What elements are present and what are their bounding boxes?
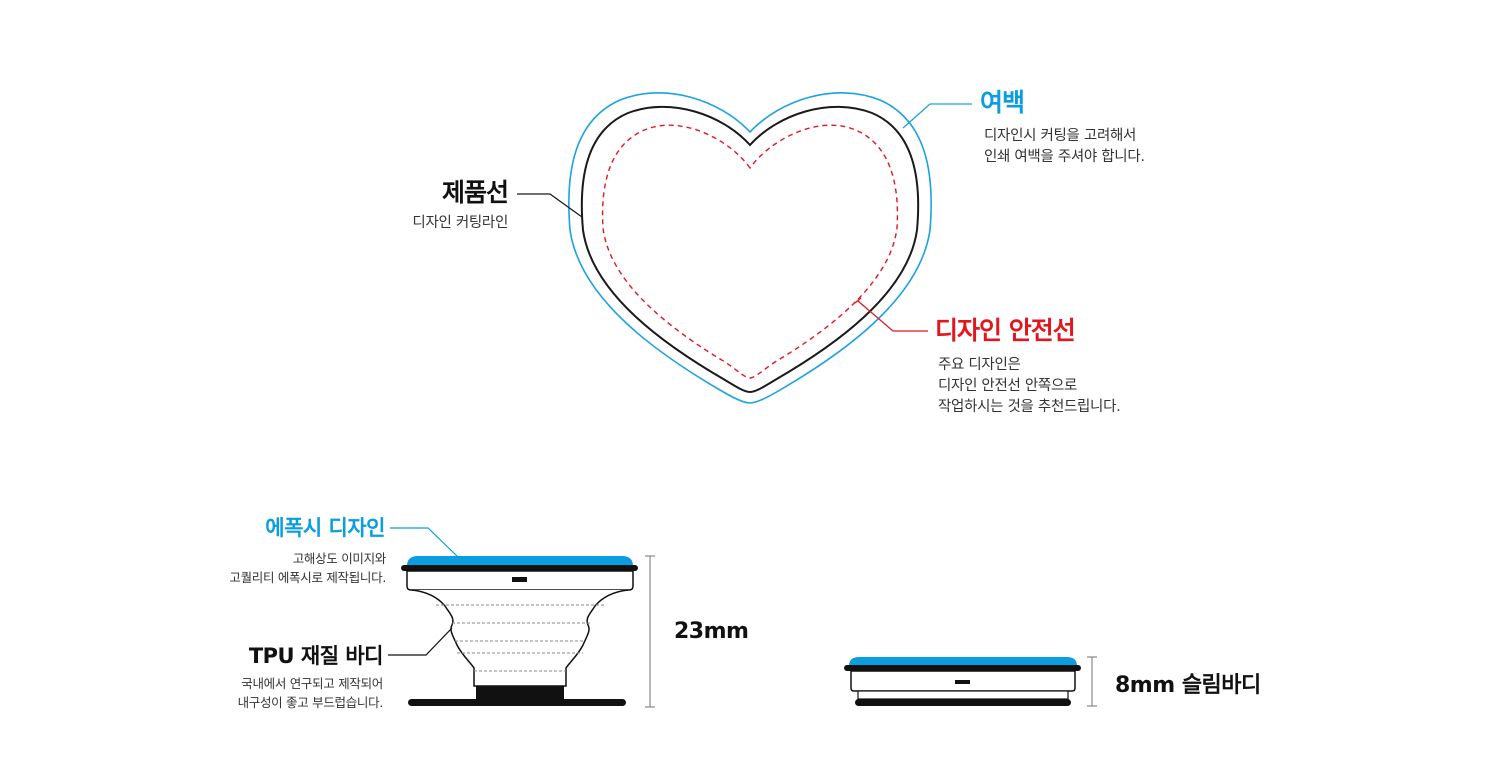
product-line-title: 제품선 [441, 178, 509, 207]
margin-description: 디자인시 커팅을 고려해서 인쇄 여백을 주셔야 합니다. [984, 126, 1145, 168]
top-rim [401, 565, 638, 571]
tpu-desc-line: 국내에서 연구되고 제작되어 [241, 676, 383, 691]
slim-lower-ring [857, 690, 1069, 700]
epoxy-desc-line: 고해상도 이미지와 [292, 551, 387, 566]
height-8mm-label: 8mm 슬림바디 [1115, 673, 1261, 698]
heart-cut-line [580, 105, 920, 394]
tpu-description: 국내에서 연구되고 제작되어 내구성이 좋고 부드럽습니다. [237, 674, 384, 712]
base-plate [408, 699, 626, 706]
margin-desc-line: 인쇄 여백을 주셔야 합니다. [984, 149, 1145, 165]
popsocket-side-view [401, 556, 638, 706]
product-leader-line [517, 193, 583, 218]
margin-title: 여백 [980, 88, 1025, 117]
safe-leader-tick [854, 297, 862, 304]
safe-line-title: 디자인 안전선 [935, 316, 1076, 345]
height-dimension-23mm [645, 555, 655, 708]
epoxy-title: 에폭시 디자인 [265, 516, 385, 540]
product-line-description: 디자인 커팅라인 [412, 213, 508, 234]
epoxy-leader-line [390, 527, 459, 558]
safe-leader-line [857, 300, 928, 332]
safe-line-desc-line: 주요 디자인은 [938, 357, 1021, 373]
tpu-leader-line [388, 627, 453, 656]
slim-epoxy-top [849, 657, 1077, 666]
cap-slot [512, 577, 527, 582]
tpu-title: TPU 재질 바디 [248, 644, 384, 668]
slim-top-rim [844, 665, 1081, 671]
safe-line-desc-line: 디자인 안전선 안쪽으로 [938, 378, 1078, 394]
margin-desc-line: 디자인시 커팅을 고려해서 [984, 128, 1137, 144]
safe-line-desc-line: 작업하시는 것을 추천드립니다. [938, 399, 1121, 415]
height-dimension-8mm [1087, 656, 1097, 707]
epoxy-description: 고해상도 이미지와 고퀄리티 에폭시로 제작됩니다. [229, 549, 386, 587]
margin-leader-line [902, 103, 972, 129]
slim-cap-slot [955, 680, 970, 684]
product-line-desc-line: 디자인 커팅라인 [412, 215, 508, 231]
epoxy-top [407, 556, 633, 566]
heart-margin-line [568, 92, 932, 404]
base-plug [476, 686, 564, 700]
slim-base-plate [855, 699, 1071, 706]
tpu-desc-line: 내구성이 좋고 부드럽습니다. [237, 695, 384, 710]
epoxy-desc-line: 고퀄리티 에폭시로 제작됩니다. [229, 570, 386, 585]
heart-safe-line [601, 124, 899, 379]
tpu-accordion-body [411, 589, 629, 687]
height-23mm-label: 23mm [674, 619, 749, 644]
safe-line-description: 주요 디자인은 디자인 안전선 안쪽으로 작업하시는 것을 추천드립니다. [938, 355, 1121, 418]
popsocket-slim-view [844, 657, 1081, 706]
